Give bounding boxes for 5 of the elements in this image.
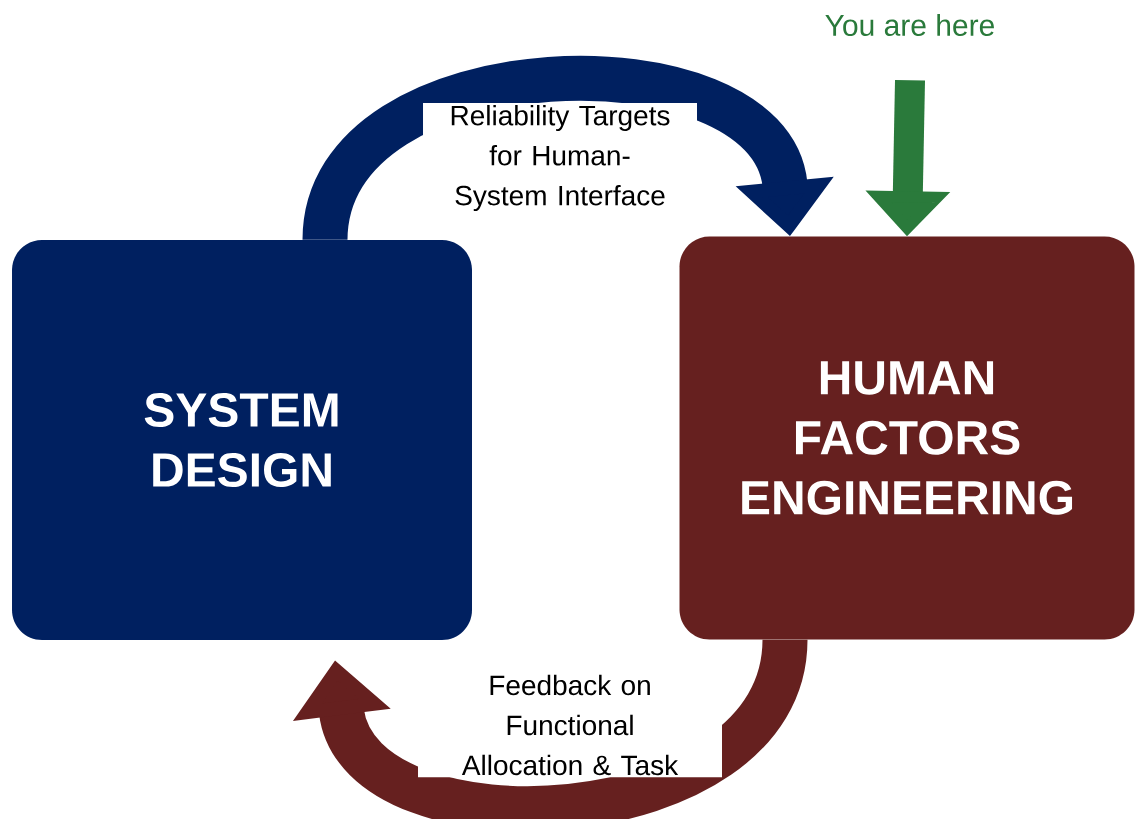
edge-label: Reliability Targets for Human- System Interface: [423, 102, 697, 214]
pointer-text: You are here: [825, 14, 994, 36]
process-box: HUMAN FACTORS ENGINEERING: [679, 236, 1135, 640]
process-box: SYSTEM DESIGN: [12, 240, 472, 640]
edge-label: Feedback on Functional Allocation & Task: [418, 672, 722, 778]
